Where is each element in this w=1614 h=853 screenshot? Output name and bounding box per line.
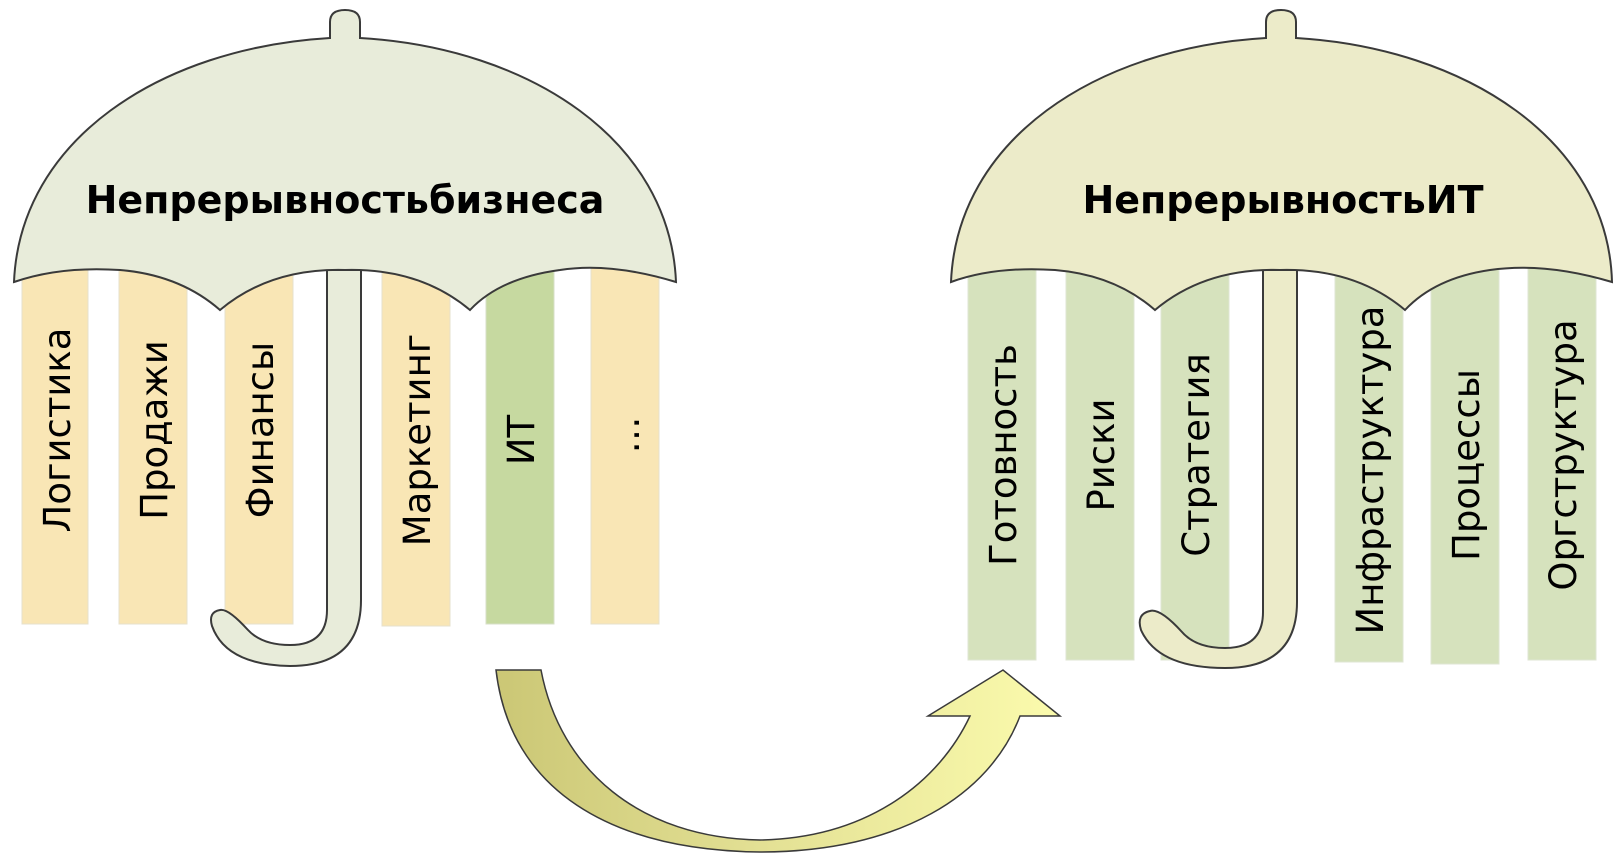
it-label-orgstructure: Оргструктура bbox=[1542, 319, 1585, 590]
business-label-logistics: Логистика bbox=[36, 328, 79, 533]
business-label-marketing: Маркетинг bbox=[396, 334, 439, 546]
it-strip-2 bbox=[1065, 261, 1135, 661]
it-umbrella-canopy bbox=[949, 8, 1614, 312]
business-label-it: ИТ bbox=[500, 414, 543, 465]
business-umbrella-handle bbox=[210, 269, 362, 668]
business-umbrella: Непрерывностьбизнеса Логистика Продажи Ф… bbox=[12, 8, 678, 668]
it-label-risks: Риски bbox=[1080, 398, 1123, 511]
it-label-readiness: Готовность bbox=[982, 344, 1025, 566]
business-strip-4 bbox=[381, 261, 451, 627]
it-strip-4 bbox=[1334, 261, 1404, 663]
it-umbrella: НепрерывностьИТ Готовность Риски Стратег… bbox=[949, 8, 1614, 670]
it-umbrella-handle bbox=[1138, 269, 1298, 670]
it-label-infrastructure: Инфраструктура bbox=[1349, 306, 1392, 635]
business-strip-5 bbox=[485, 261, 555, 625]
business-strip-1 bbox=[21, 261, 89, 625]
business-strips bbox=[21, 261, 660, 627]
it-title: НепрерывностьИТ bbox=[1082, 178, 1483, 222]
it-strip-6 bbox=[1527, 261, 1597, 661]
business-label-more: … bbox=[605, 417, 648, 454]
business-strip-6 bbox=[590, 261, 660, 625]
it-strip-3 bbox=[1160, 261, 1230, 661]
it-strip-5 bbox=[1430, 261, 1500, 665]
business-title: Непрерывностьбизнеса bbox=[86, 178, 605, 222]
business-strip-2 bbox=[118, 261, 188, 625]
it-label-processes: Процессы bbox=[1445, 369, 1488, 561]
it-strips bbox=[967, 261, 1597, 665]
it-label-strategy: Стратегия bbox=[1175, 353, 1218, 557]
it-strip-1 bbox=[967, 261, 1037, 661]
business-label-finance: Финансы bbox=[239, 342, 282, 519]
curved-arrow-icon bbox=[495, 669, 1063, 853]
business-label-sales: Продажи bbox=[133, 340, 176, 520]
business-umbrella-canopy bbox=[12, 8, 678, 312]
